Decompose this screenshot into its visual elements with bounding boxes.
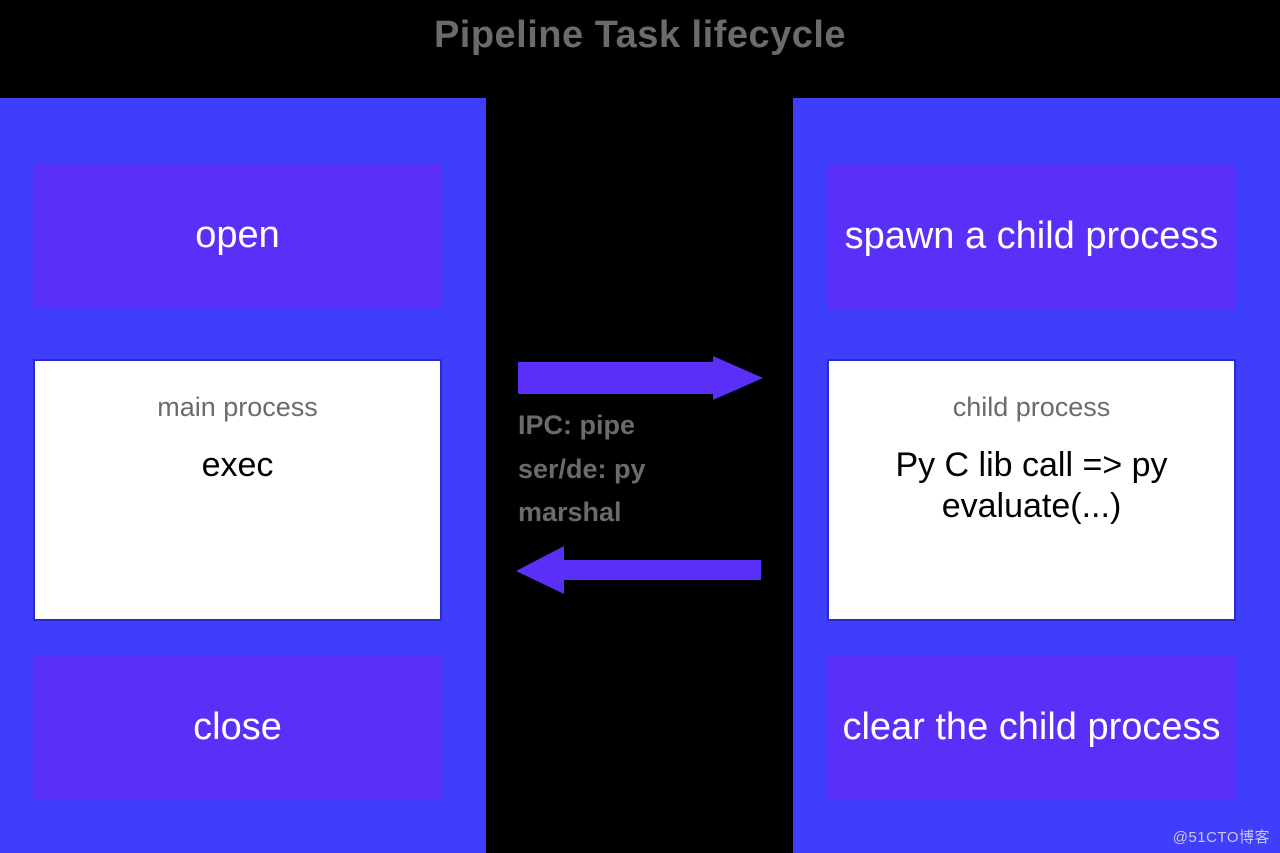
child-process-box[interactable]: child process Py C lib call => py evalua… — [827, 359, 1236, 621]
main-process-box[interactable]: main process exec — [33, 359, 442, 621]
child-process-label: child process — [952, 392, 1111, 422]
ipc-label-line-1: IPC: pipe — [518, 410, 636, 440]
stage-spawn-child-process[interactable]: spawn a child process — [827, 163, 1236, 310]
ipc-label: IPC: pipe ser/de: py marshal — [518, 404, 768, 535]
main-process-label: main process — [157, 392, 318, 422]
page-title: Pipeline Task lifecycle — [433, 14, 847, 56]
ipc-label-line-2: ser/de: py — [518, 453, 646, 484]
main-process-body: exec — [201, 446, 274, 485]
arrow-right-icon — [518, 356, 763, 400]
stage-close[interactable]: close — [33, 655, 442, 800]
stage-clear-child-process[interactable]: clear the child process — [827, 655, 1236, 800]
child-process-body: Py C lib call => py evaluate(...) — [895, 446, 1168, 526]
ipc-label-line-3: marshal — [518, 497, 622, 528]
title-bar: Pipeline Task lifecycle — [0, 0, 1280, 98]
stage-open[interactable]: open — [33, 164, 442, 307]
watermark: @51CTO博客 — [1172, 829, 1270, 846]
arrow-left-icon — [516, 546, 761, 594]
ipc-channel — [486, 98, 793, 853]
